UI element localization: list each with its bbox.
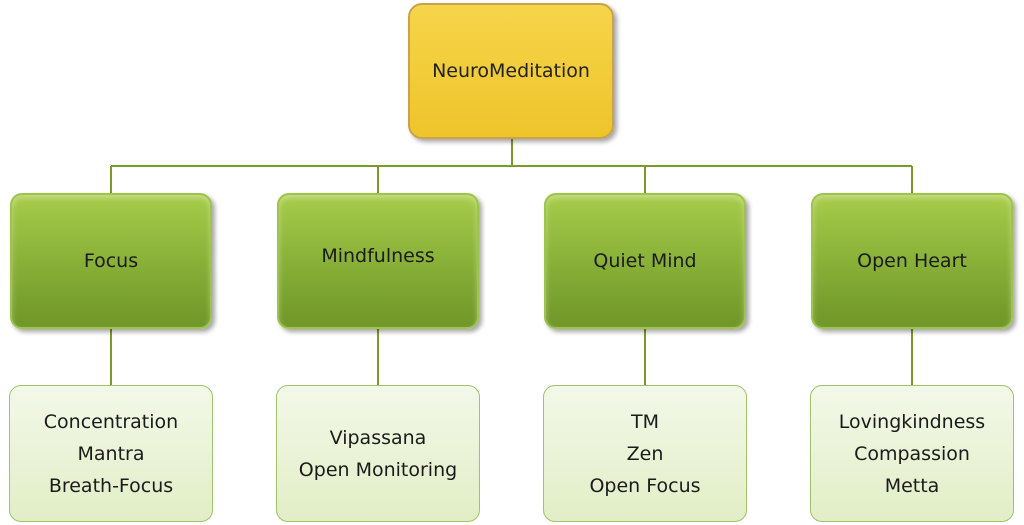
leaf-item: Breath-Focus: [48, 474, 174, 497]
leaf-item: Mantra: [77, 442, 145, 465]
category-node-quiet-mind: Quiet Mind: [544, 193, 746, 329]
category-label: Quiet Mind: [593, 250, 697, 272]
leaf-item: Zen: [626, 442, 664, 465]
leaf-item: Metta: [884, 474, 940, 497]
category-node-mindfulness: Mindfulness: [277, 193, 479, 329]
category-label: Focus: [83, 250, 139, 272]
category-label: Mindfulness: [321, 245, 435, 267]
leaf-item: Lovingkindness: [838, 410, 986, 433]
leaf-item: TM: [631, 410, 659, 433]
leaf-item: Compassion: [854, 442, 970, 465]
category-node-open-heart: Open Heart: [811, 193, 1013, 329]
leaf-node-focus: Concentration Mantra Breath-Focus: [9, 385, 213, 522]
leaf-item: Open Focus: [589, 474, 701, 497]
leaf-item: Vipassana: [329, 426, 427, 449]
root-node: NeuroMeditation: [408, 3, 614, 139]
category-label: Open Heart: [857, 250, 967, 272]
leaf-item: Concentration: [43, 410, 179, 433]
category-node-focus: Focus: [10, 193, 212, 329]
leaf-node-mindfulness: Vipassana Open Monitoring: [276, 385, 480, 522]
leaf-item: Open Monitoring: [298, 458, 458, 481]
leaf-node-quiet-mind: TM Zen Open Focus: [543, 385, 747, 522]
leaf-node-open-heart: Lovingkindness Compassion Metta: [810, 385, 1014, 522]
root-label: NeuroMeditation: [432, 60, 590, 82]
